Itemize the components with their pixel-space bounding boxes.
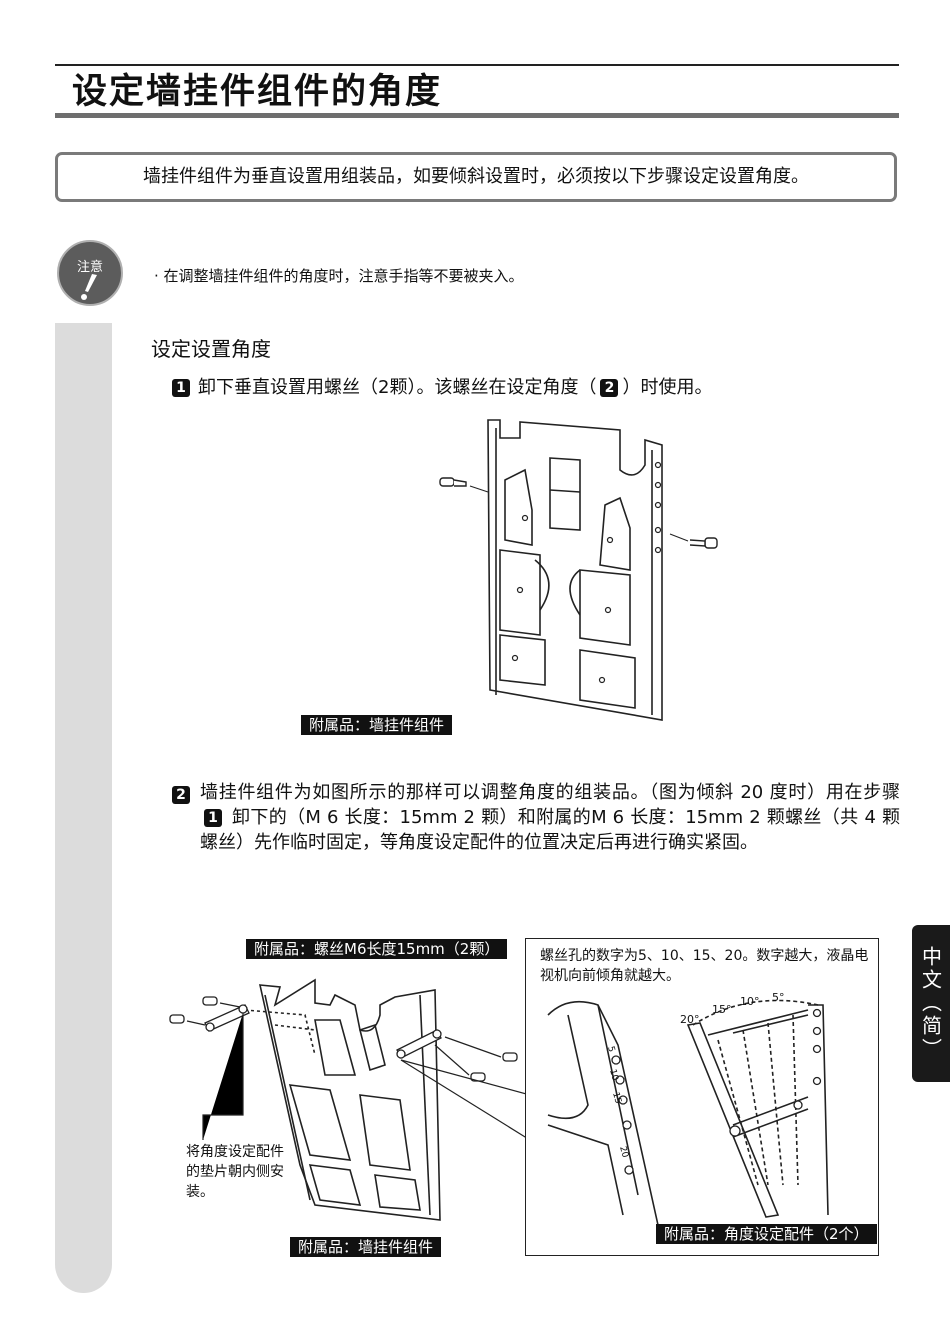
inset-accessory-label: 附属品：角度设定配件（2个）: [656, 1224, 877, 1244]
install-note: 将角度设定配件的垫片朝内侧安装。: [186, 1144, 284, 1200]
page-title: 设定墙挂件组件的角度: [72, 72, 443, 112]
hole-number-5: 5: [605, 1045, 616, 1053]
step-1-ref-badge: 2: [600, 379, 619, 397]
angle-mark-20: 20°: [680, 1013, 700, 1026]
language-tab-text: 中文（简）: [918, 946, 943, 1061]
angle-mark-15: 15°: [712, 1003, 732, 1016]
title-rule-bottom: [55, 113, 899, 118]
figure-1-label: 附属品：墙挂件组件: [301, 715, 453, 735]
step-2-text: 墙挂件组件为如图所示的那样可以调整角度的组装品。（图为倾斜 20 度时）用在步骤…: [200, 780, 900, 855]
inset-box: [525, 938, 879, 1256]
screw-accessory-label: 附属品：螺丝M6长度15mm（2颗）: [246, 939, 508, 959]
bracket-accessory-label: 附属品：墙挂件组件: [290, 1237, 442, 1257]
angle-mark-10: 10°: [740, 995, 760, 1008]
tilted-bracket-illustration: [169, 978, 525, 1221]
section-heading: 设定设置角度: [151, 337, 271, 361]
step-2-ref-badge: 1: [204, 809, 222, 827]
caution-label: 注意: [76, 260, 103, 275]
intro-box: 墙挂件组件为垂直设置用组装品，如要倾斜设置时，必须按以下步骤设定设置角度。: [55, 152, 897, 202]
left-margin-bar: [55, 323, 112, 1293]
hole-number-10: 10: [607, 1068, 620, 1082]
step-2-text-before: 墙挂件组件为如图所示的那样可以调整角度的组装品。（图为倾斜 20 度时）用在步骤: [200, 782, 900, 803]
step-2-text-after: 卸下的（M 6 长度：15mm 2 颗）和附属的M 6 长度：15mm 2 颗螺…: [200, 807, 900, 853]
hole-number-20: 20: [617, 1145, 630, 1159]
title-rule-top: [55, 64, 899, 66]
caution-text: · 在调整墙挂件组件的角度时，注意手指等不要被夹入。: [154, 267, 524, 285]
caution-icon: 注意: [57, 240, 123, 306]
step-1-text-after: ）时使用。: [622, 377, 713, 398]
language-tab: 中文（简）: [912, 925, 950, 1082]
step-1-text: 卸下垂直设置用螺丝（2颗）。该螺丝在设定角度（: [198, 377, 597, 398]
step-2-badge: 2: [172, 786, 190, 804]
step-1-badge: 1: [172, 379, 190, 397]
exclamation-icon: [81, 274, 97, 300]
hole-number-15: 15: [610, 1091, 623, 1105]
step-1: 1 卸下垂直设置用螺丝（2颗）。该螺丝在设定角度（2）时使用。: [172, 373, 712, 399]
wall-bracket-illustration: [439, 419, 718, 721]
step-2-badge-wrap: 2: [172, 785, 198, 804]
angle-mark-5: 5°: [772, 991, 785, 1004]
intro-text: 墙挂件组件为垂直设置用组装品，如要倾斜设置时，必须按以下步骤设定设置角度。: [143, 166, 809, 187]
angle-adjuster-detail: 20° 15° 10° 5° 5 10 15 20: [547, 991, 829, 1225]
inset-text: 螺丝孔的数字为5、10、15、20。数字越大，液晶电视机向前倾角就越大。: [540, 948, 869, 984]
